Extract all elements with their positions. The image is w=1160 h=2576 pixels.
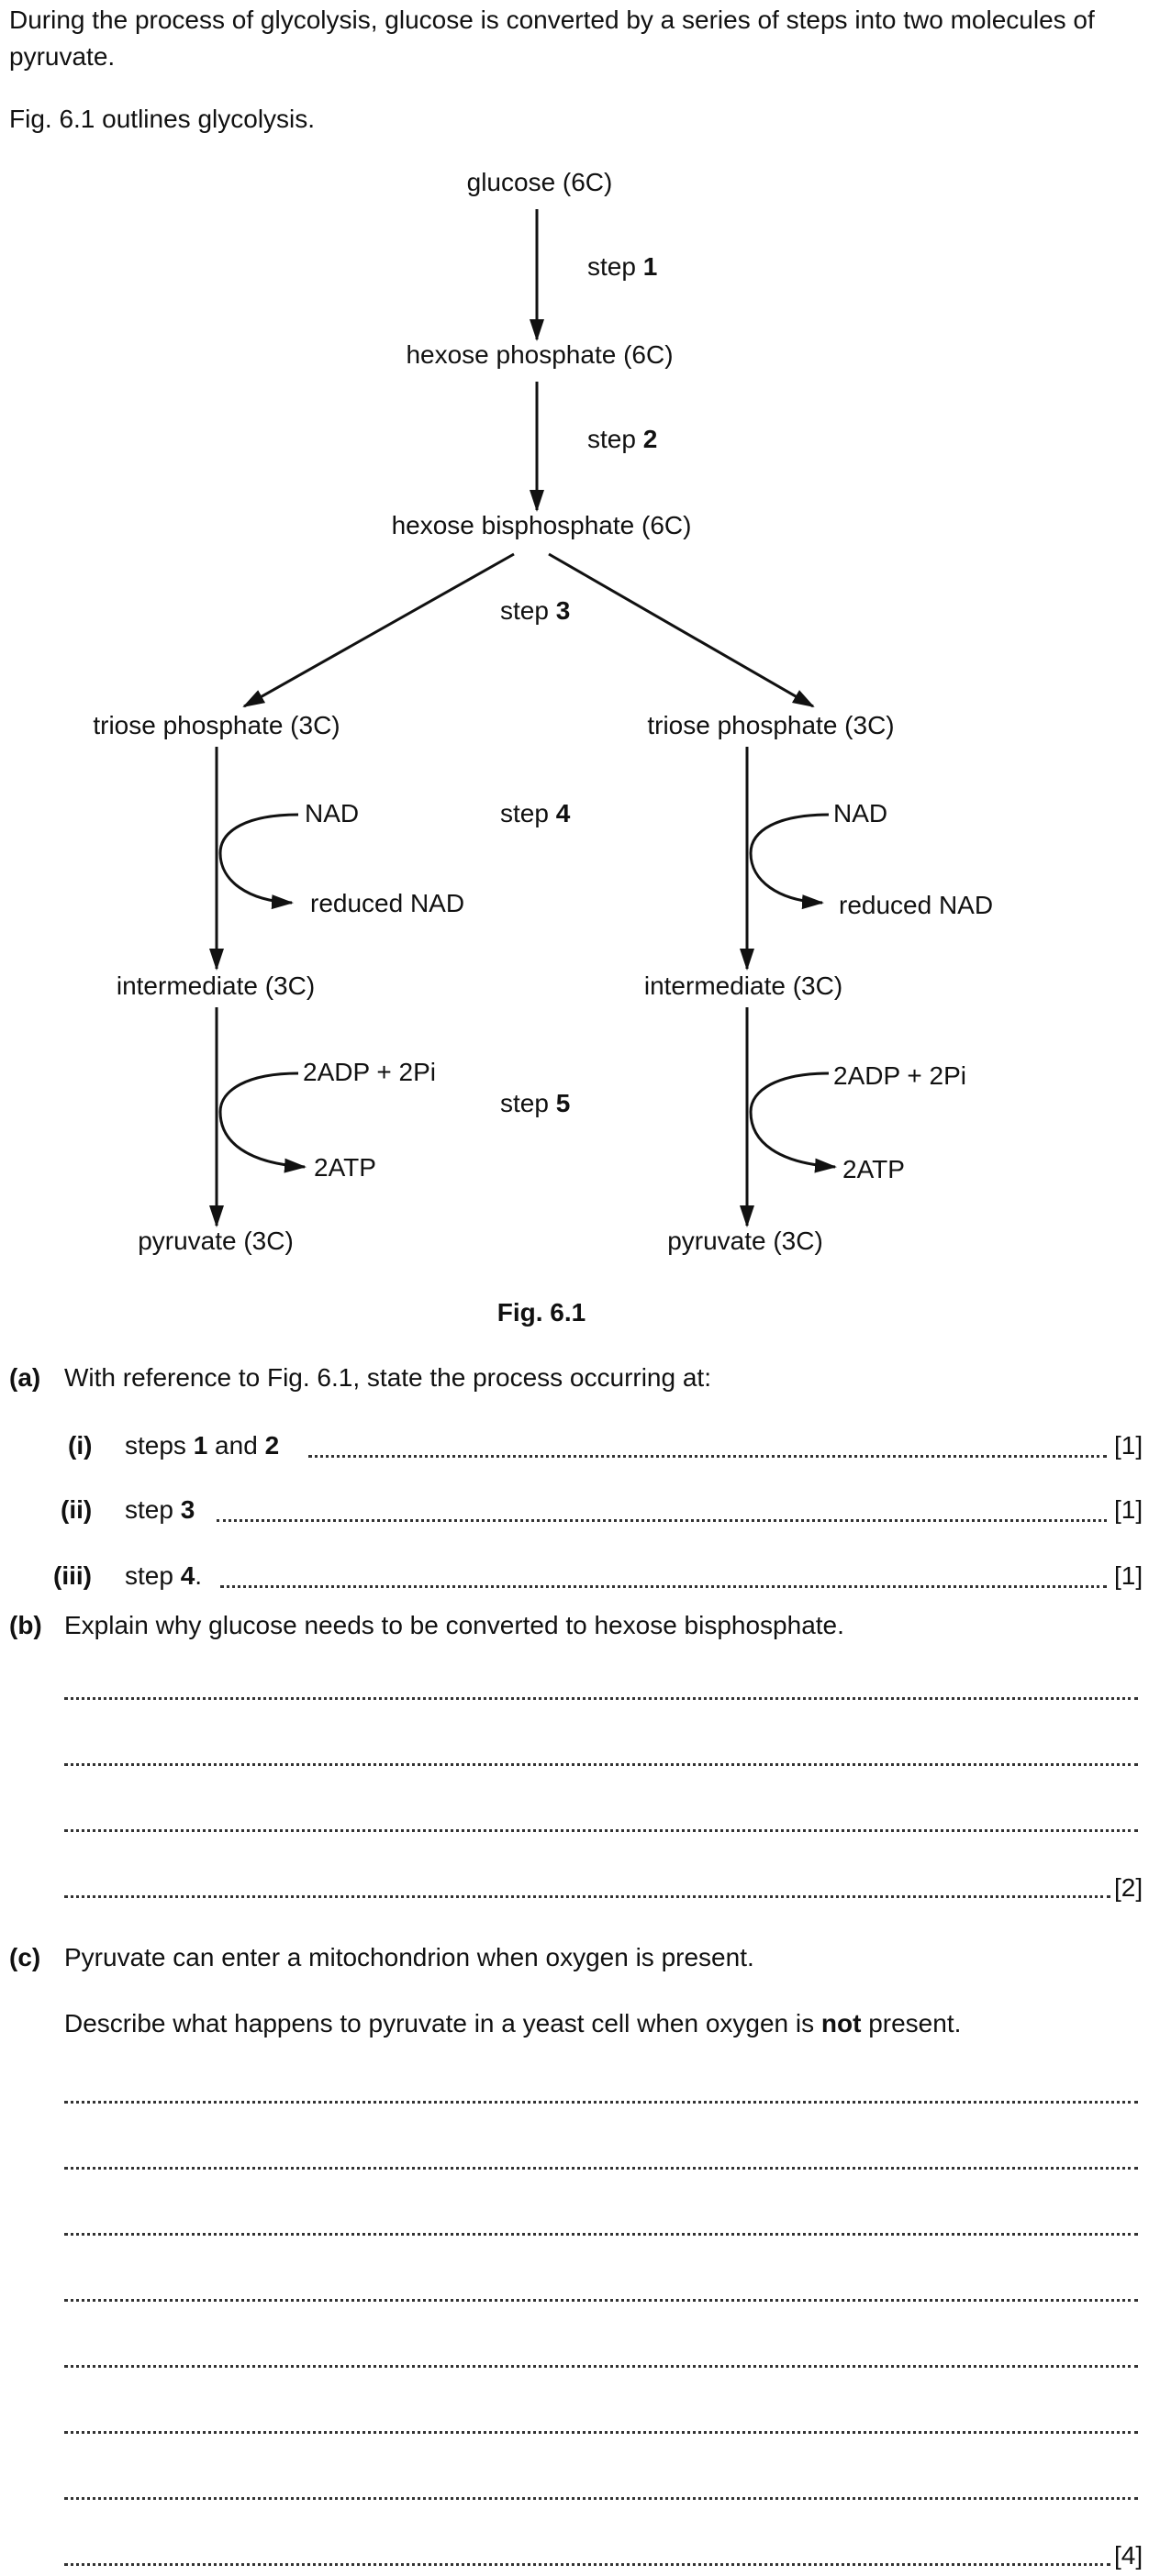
node-triose-phosphate-left: triose phosphate (3C) xyxy=(93,711,340,739)
question-c-text-1: Pyruvate can enter a mitochondrion when … xyxy=(64,1943,754,1971)
question-a-ii-text: step 3 xyxy=(125,1495,195,1524)
label-atp-right: 2ATP xyxy=(842,1155,905,1183)
question-c-text-2: Describe what happens to pyruvate in a y… xyxy=(64,2009,962,2037)
question-a-i-text: steps 1 and 2 xyxy=(125,1431,280,1460)
answer-line-c-8[interactable] xyxy=(64,2563,1110,2566)
question-a-iii-label: (iii) xyxy=(53,1561,92,1590)
answer-line-c-5[interactable] xyxy=(64,2365,1138,2368)
step-3-label: step 3 xyxy=(500,596,570,625)
answer-line-c-4[interactable] xyxy=(64,2299,1138,2302)
answer-line-b-2[interactable] xyxy=(64,1763,1138,1766)
figure-intro: Fig. 6.1 outlines glycolysis. xyxy=(9,105,316,133)
curve-nad-right xyxy=(749,813,830,910)
node-intermediate-left: intermediate (3C) xyxy=(117,972,315,1000)
node-glucose: glucose (6C) xyxy=(467,168,613,196)
question-a-ii-label: (ii) xyxy=(61,1495,93,1524)
label-adp-right: 2ADP + 2Pi xyxy=(833,1061,966,1090)
label-adp-left: 2ADP + 2Pi xyxy=(303,1058,436,1086)
question-a-i-label: (i) xyxy=(68,1431,93,1460)
node-pyruvate-left: pyruvate (3C) xyxy=(138,1227,294,1255)
answer-line-c-1[interactable] xyxy=(64,2101,1138,2104)
curve-adp-left xyxy=(218,1071,307,1173)
step-4-label: step 4 xyxy=(500,799,571,827)
curve-nad-left xyxy=(218,813,299,910)
node-intermediate-right: intermediate (3C) xyxy=(644,972,842,1000)
answer-line-c-7[interactable] xyxy=(64,2497,1138,2500)
answer-line-b-1[interactable] xyxy=(64,1697,1138,1700)
question-b-text: Explain why glucose needs to be converte… xyxy=(64,1611,844,1639)
mark-c: [4] xyxy=(1114,2541,1143,2570)
mark-b: [2] xyxy=(1114,1873,1143,1902)
answer-line-c-2[interactable] xyxy=(64,2167,1138,2170)
mark-a-ii: [1] xyxy=(1114,1495,1143,1524)
question-b-label: (b) xyxy=(9,1611,42,1639)
question-a-label: (a) xyxy=(9,1363,41,1392)
step-2-label: step 2 xyxy=(587,425,657,453)
node-pyruvate-right: pyruvate (3C) xyxy=(667,1227,823,1255)
arrow-step-3-left xyxy=(242,552,515,708)
node-hexose-phosphate: hexose phosphate (6C) xyxy=(406,340,673,369)
label-atp-left: 2ATP xyxy=(314,1153,376,1182)
answer-line-a-ii[interactable] xyxy=(217,1519,1107,1522)
label-reduced-nad-left: reduced NAD xyxy=(310,889,464,917)
mark-a-i: [1] xyxy=(1114,1431,1143,1460)
answer-line-c-6[interactable] xyxy=(64,2431,1138,2434)
mark-a-iii: [1] xyxy=(1114,1561,1143,1590)
curve-adp-right xyxy=(749,1071,837,1173)
arrow-step-3-right xyxy=(548,552,815,708)
answer-line-a-iii[interactable] xyxy=(220,1585,1107,1588)
question-c-label: (c) xyxy=(9,1943,41,1971)
step-1-label: step 1 xyxy=(587,252,657,281)
label-nad-left: NAD xyxy=(305,799,359,827)
figure-caption: Fig. 6.1 xyxy=(497,1298,586,1327)
answer-line-a-i[interactable] xyxy=(308,1455,1107,1458)
intro-paragraph: During the process of glycolysis, glucos… xyxy=(9,6,1095,71)
label-nad-right: NAD xyxy=(833,799,887,827)
glycolysis-diagram: glucose (6C) hexose phosphate (6C) hexos… xyxy=(93,168,993,1327)
question-a-text: With reference to Fig. 6.1, state the pr… xyxy=(64,1363,711,1392)
answer-line-b-3[interactable] xyxy=(64,1829,1138,1832)
answer-line-b-4[interactable] xyxy=(64,1895,1110,1898)
node-triose-phosphate-right: triose phosphate (3C) xyxy=(647,711,894,739)
step-5-label: step 5 xyxy=(500,1089,570,1117)
label-reduced-nad-right: reduced NAD xyxy=(839,891,993,919)
question-a-iii-text: step 4. xyxy=(125,1561,203,1590)
node-hexose-bisphosphate: hexose bisphosphate (6C) xyxy=(392,511,692,539)
answer-line-c-3[interactable] xyxy=(64,2233,1138,2236)
